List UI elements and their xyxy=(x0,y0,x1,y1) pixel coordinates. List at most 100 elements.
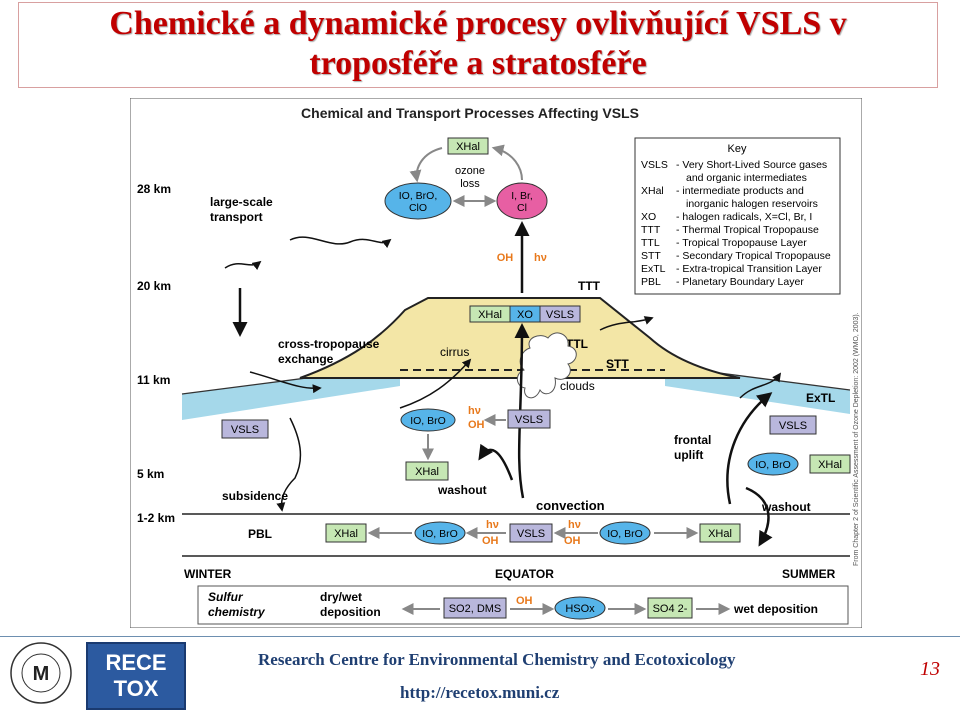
io-bro-ellipse-right xyxy=(747,452,799,476)
key-abbrev: VSLS xyxy=(641,159,668,171)
altitude-11km: 11 km xyxy=(137,373,170,387)
key-description: - intermediate products and xyxy=(676,185,804,197)
key-box xyxy=(634,137,841,295)
arrow-frontal-uplift xyxy=(726,392,773,505)
vsls-left-label: VSLS xyxy=(231,424,259,436)
key-description: - halogen radicals, X=Cl, Br, I xyxy=(676,211,812,223)
page-title-line1: Chemické a dynamické procesy ovlivňující… xyxy=(109,5,847,42)
xhal-box-pbl-left xyxy=(325,523,367,543)
xhal-pbl-left-label: XHal xyxy=(334,528,358,540)
drywet-line1: dry/wet xyxy=(320,590,362,604)
footer-divider xyxy=(0,636,960,637)
so2-dms-label: SO2, DMS xyxy=(449,603,502,615)
xhal-mid-label: XHal xyxy=(415,466,439,478)
altitude-20km: 20 km xyxy=(137,279,171,293)
oh-pbl-left: OH xyxy=(482,535,499,547)
vsls-process-diagram: Chemical and Transport Processes Affecti… xyxy=(130,98,862,628)
key-description: - Thermal Tropical Tropopause xyxy=(676,224,819,236)
wet-deposition-label: wet deposition xyxy=(733,602,818,616)
altitude-28km: 28 km xyxy=(137,182,171,196)
subsidence-label: subsidence xyxy=(222,489,288,503)
key-description: inorganic halogen reservoirs xyxy=(686,198,818,210)
convective-cloud xyxy=(516,332,577,399)
i-br-cl-line2: Cl xyxy=(517,202,527,214)
pbl-label: PBL xyxy=(248,527,272,541)
key-description: - Very Short-Lived Source gases xyxy=(676,159,827,171)
key-abbrev: TTL xyxy=(641,237,660,249)
arrow-ttl-right xyxy=(599,316,654,331)
arrow-large-scale-2 xyxy=(224,260,262,271)
so4-label: SO4 2- xyxy=(653,603,688,615)
io-bro-clo-line1: IO, BrO, xyxy=(399,190,438,202)
page-number: 13 xyxy=(920,658,940,680)
io-bro-ellipse-pbl-left xyxy=(414,521,466,545)
vsls-box-mid xyxy=(507,409,551,429)
frontal-line1: frontal xyxy=(674,433,711,447)
xhal-top-label: XHal xyxy=(456,141,480,153)
io-bro-pbl-right-label: IO, BrO xyxy=(607,528,643,540)
large-scale-line2: transport xyxy=(210,210,263,224)
i-br-cl-ellipse xyxy=(496,182,548,220)
xhal-box-right xyxy=(809,454,851,474)
io-bro-clo-line2: ClO xyxy=(409,202,427,214)
hv-mid-label: hν xyxy=(468,405,481,417)
arrow-extl-right xyxy=(739,372,782,399)
summer-label: SUMMER xyxy=(782,567,836,581)
extl-label: ExTL xyxy=(806,391,835,405)
cirrus-label: cirrus xyxy=(440,345,469,359)
drywet-line2: deposition xyxy=(320,605,381,619)
vsls-ttl-label: VSLS xyxy=(546,309,574,321)
cross-tropopause-line1: cross-tropopause xyxy=(278,337,380,351)
i-br-cl-line1: I, Br, xyxy=(511,190,533,202)
diagram-heading: Chemical and Transport Processes Affecti… xyxy=(301,105,639,121)
so2-dms-box xyxy=(443,597,507,619)
arrow-convection-up xyxy=(514,323,530,499)
ozone-loss-line2: loss xyxy=(460,178,480,190)
vsls-mid-label: VSLS xyxy=(515,414,543,426)
key-abbrev: STT xyxy=(641,250,661,262)
washout-mid-label: washout xyxy=(437,483,487,497)
key-abbrev: XO xyxy=(641,211,656,223)
svg-text:M: M xyxy=(33,663,50,685)
footer-centre-name: Research Centre for Environmental Chemis… xyxy=(258,650,736,669)
extl-band-left xyxy=(182,366,400,420)
arrow-i-to-xhal xyxy=(491,144,523,181)
recetox-logo-text1: RECE xyxy=(105,650,167,675)
arrow-xhal-to-io xyxy=(409,147,443,183)
sulfur-line2: chemistry xyxy=(208,605,266,619)
sulfur-chemistry-box xyxy=(197,585,849,625)
key-abbrev: TTT xyxy=(641,224,661,236)
key-description: - Secondary Tropical Tropopause xyxy=(676,250,831,262)
large-scale-line1: large-scale xyxy=(210,195,273,209)
convection-label: convection xyxy=(536,498,605,513)
washout-right-label: washout xyxy=(761,500,811,514)
winter-label: WINTER xyxy=(184,567,232,581)
key-description: - Tropical Tropopause Layer xyxy=(676,237,807,249)
altitude-5km: 5 km xyxy=(137,467,164,481)
footer-url[interactable]: http://recetox.muni.cz xyxy=(400,683,560,702)
xhal-box-pbl-right xyxy=(699,523,741,543)
cross-tropopause-line2: exchange xyxy=(278,352,334,366)
hv-pbl-left: hν xyxy=(486,519,499,531)
key-description: - Planetary Boundary Layer xyxy=(676,276,804,288)
arrow-washout-mid xyxy=(478,443,514,481)
arrow-washout-right xyxy=(745,486,773,547)
so4-box xyxy=(647,597,693,619)
io-bro-pbl-left-label: IO, BrO xyxy=(422,528,458,540)
key-abbrev: ExTL xyxy=(641,263,666,275)
hv-pbl-right: hν xyxy=(568,519,581,531)
key-abbrev: XHal xyxy=(641,185,664,197)
key-description: and organic intermediates xyxy=(686,172,807,184)
altitude-1-2km: 1-2 km xyxy=(137,511,175,525)
vsls-box-left xyxy=(221,419,269,439)
vsls-box-ttl xyxy=(539,305,581,323)
xhal-box-mid xyxy=(405,461,449,481)
arrow-to-cirrus xyxy=(399,358,472,409)
equator-label: EQUATOR xyxy=(495,567,554,581)
recetox-logo: RECE TOX xyxy=(86,642,186,710)
recetox-logo-text2: TOX xyxy=(113,676,159,701)
source-citation: From Chapter 2 of Scientific Assessment … xyxy=(853,312,860,566)
ozone-loss-line1: ozone xyxy=(455,165,485,177)
hsox-label: HSOx xyxy=(565,603,595,615)
